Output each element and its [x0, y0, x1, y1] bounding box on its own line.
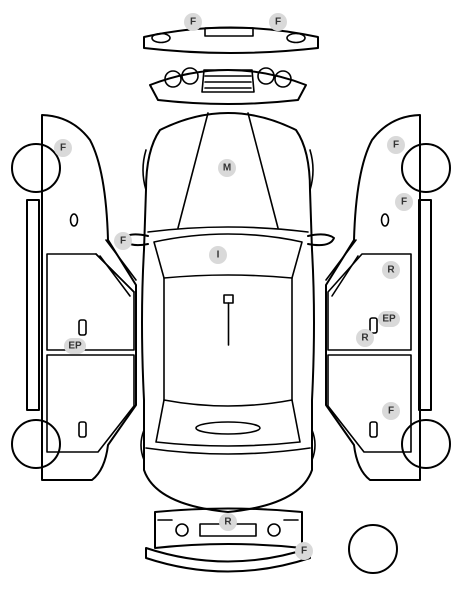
marker-front-bumper-left[interactable]: F: [184, 13, 202, 31]
marker-label: R: [387, 265, 395, 276]
car-body-top-view: [123, 112, 335, 513]
marker-label: M: [223, 163, 231, 174]
marker-right-front-wheel[interactable]: F: [387, 136, 405, 154]
spare-wheel: [348, 524, 398, 574]
marker-label: R: [361, 333, 369, 344]
marker-rear-bumper[interactable]: F: [295, 542, 313, 560]
marker-label: I: [217, 250, 220, 261]
marker-hood[interactable]: M: [218, 159, 236, 177]
marker-label: EP: [382, 314, 396, 325]
marker-right-front-fender[interactable]: F: [395, 193, 413, 211]
front-bumper: [143, 26, 319, 54]
marker-left-front-wheel[interactable]: F: [54, 139, 72, 157]
marker-left-sill[interactable]: EP: [64, 338, 86, 354]
marker-right-sill-r[interactable]: R: [356, 329, 374, 347]
marker-label: F: [60, 143, 66, 154]
marker-rear-panel[interactable]: R: [219, 513, 237, 531]
right-side-view: [325, 114, 451, 481]
marker-label: F: [388, 406, 394, 417]
marker-label: F: [301, 546, 307, 557]
front-fascia: [149, 67, 307, 105]
marker-label: F: [275, 17, 281, 28]
marker-label: F: [401, 197, 407, 208]
marker-label: R: [224, 517, 232, 528]
marker-left-mirror[interactable]: F: [114, 232, 132, 250]
marker-label: F: [393, 140, 399, 151]
marker-right-rear-wheel[interactable]: F: [382, 402, 400, 420]
marker-label: F: [120, 236, 126, 247]
left-side-view: [11, 114, 137, 481]
marker-front-bumper-right[interactable]: F: [269, 13, 287, 31]
marker-label: F: [190, 17, 196, 28]
marker-right-rear-door[interactable]: R: [382, 261, 400, 279]
marker-label: EP: [68, 341, 82, 352]
marker-right-sill-ep[interactable]: EP: [378, 311, 400, 327]
rear-bumper: [145, 547, 311, 573]
marker-windshield[interactable]: I: [209, 246, 227, 264]
